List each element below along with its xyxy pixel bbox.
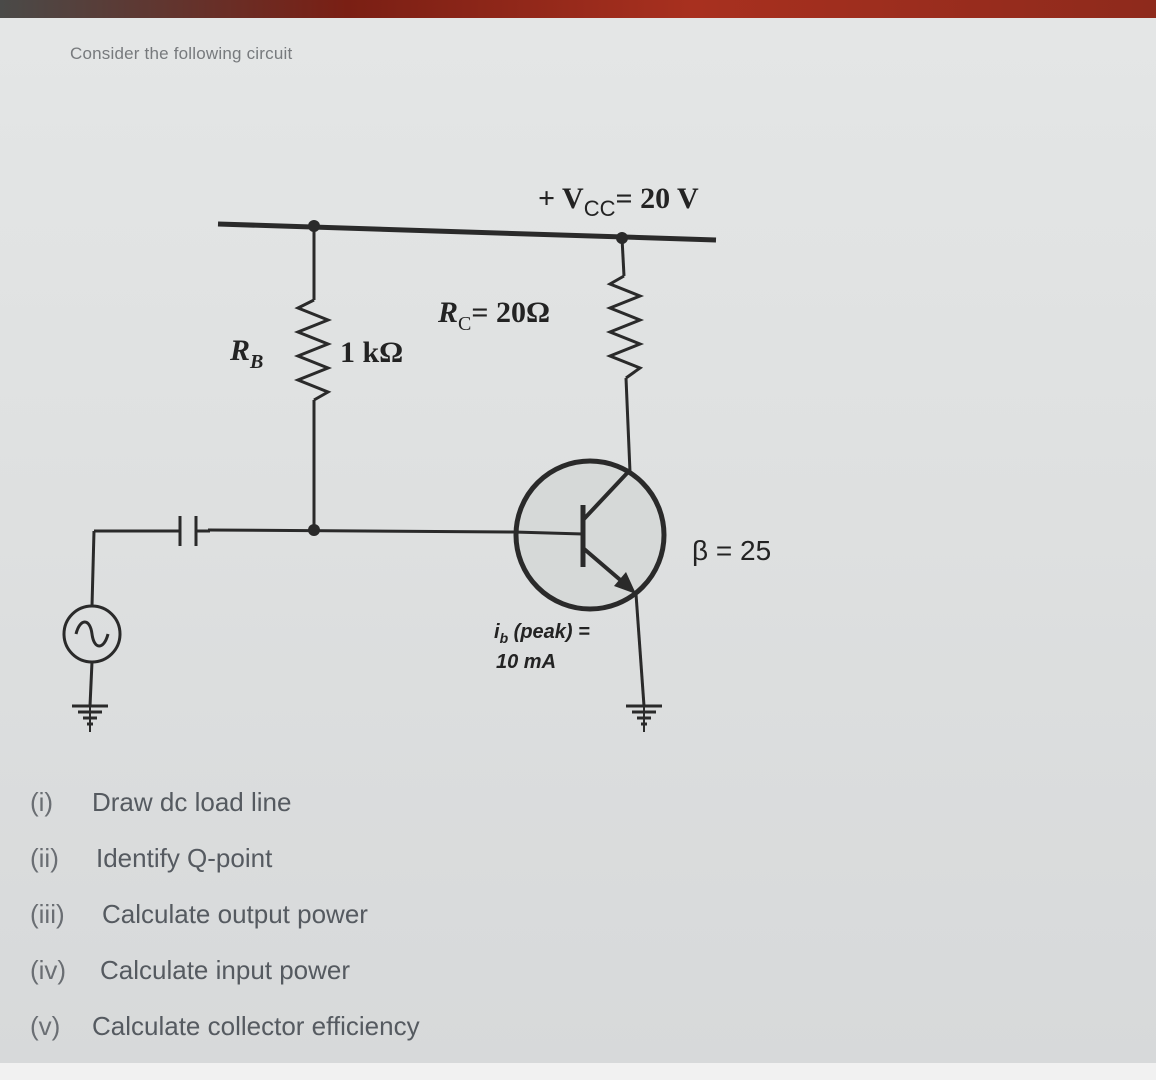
- rb-resistor: [293, 298, 333, 402]
- question-item: (iv) Calculate input power: [30, 955, 350, 986]
- question-text: Calculate collector efficiency: [92, 1011, 420, 1041]
- base-wire: [207, 528, 518, 534]
- question-item: (iii) Calculate output power: [30, 899, 368, 930]
- rb-value-label: 1 kΩ: [340, 336, 403, 369]
- rb-label: RB: [229, 334, 263, 373]
- prompt-text: Consider the following circuit: [70, 44, 293, 63]
- question-text: Draw dc load line: [92, 787, 292, 817]
- ground-right-icon: [626, 704, 662, 732]
- rc-label: RC= 20Ω: [437, 296, 550, 335]
- transistor-collector-lead: [581, 468, 632, 522]
- question-number: (iv): [30, 955, 67, 985]
- ground-left-icon: [72, 704, 108, 732]
- question-text: Calculate input power: [100, 955, 351, 985]
- ib-peak-value: 10 mA: [496, 651, 556, 673]
- beta-label: β = 25: [692, 535, 771, 566]
- vcc-label: + VCC= 20 V: [538, 182, 699, 221]
- ib-peak-label: ib (peak) =: [494, 621, 590, 646]
- question-item: (v) Calculate collector efficiency: [30, 1011, 420, 1042]
- question-item: (ii) Identify Q-point: [30, 843, 272, 874]
- emitter-arrow: [614, 572, 636, 594]
- vcc-rail: [217, 221, 717, 243]
- ac-sine-icon: [74, 620, 110, 648]
- question-number: (iii): [30, 899, 65, 929]
- question-number: (ii): [30, 843, 59, 873]
- question-number: (i): [30, 787, 54, 817]
- question-item: (i) Draw dc load line: [30, 787, 291, 818]
- transistor-body: [513, 458, 667, 612]
- question-text: Calculate output power: [102, 899, 368, 929]
- bottom-strip: [0, 1063, 1156, 1080]
- rc-resistor: [605, 274, 645, 380]
- question-number: (v): [30, 1011, 61, 1041]
- question-text: Identify Q-point: [96, 843, 273, 873]
